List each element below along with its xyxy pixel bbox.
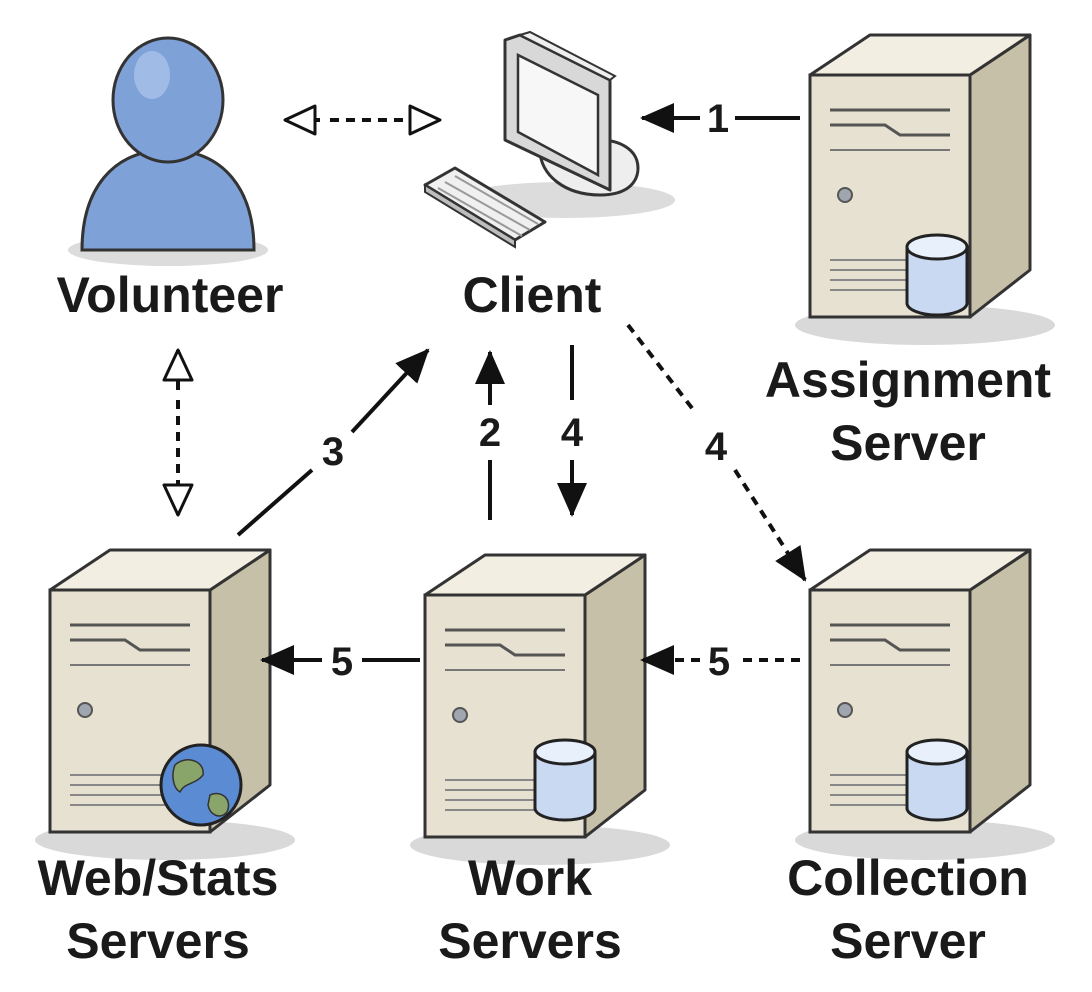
- edge-web-to-client: 3: [236, 348, 430, 537]
- edge-label-4b: 4: [705, 425, 728, 469]
- volunteer-label: Volunteer: [57, 267, 284, 323]
- web-stats-servers-label-line2: Servers: [66, 913, 250, 969]
- assignment-server-label-line2: Server: [830, 415, 986, 471]
- database-icon: [905, 738, 969, 822]
- edge-client-to-collection: 4: [626, 323, 807, 582]
- database-icon: [905, 233, 969, 317]
- collection-server-label-line2: Server: [830, 913, 986, 969]
- collection-server-icon: [793, 548, 1057, 862]
- edge-collection-to-work: 5: [640, 640, 800, 684]
- edge-label-3: 3: [322, 430, 344, 474]
- assignment-server-icon: [793, 33, 1057, 347]
- web-stats-server-icon: [33, 548, 297, 862]
- edge-label-4a: 4: [561, 411, 584, 455]
- database-icon: [533, 738, 597, 822]
- collection-server-label-line1: Collection: [787, 850, 1029, 906]
- edge-label-5a: 5: [331, 640, 353, 684]
- edge-work-to-web: 5: [260, 640, 420, 684]
- edge-label-5b: 5: [708, 640, 730, 684]
- person-icon: [68, 36, 268, 266]
- work-servers-label-line1: Work: [468, 850, 592, 906]
- globe-icon: [159, 743, 243, 827]
- work-servers-label-line2: Servers: [438, 913, 622, 969]
- web-stats-servers-label-line1: Web/Stats: [38, 850, 279, 906]
- edge-work-to-client: 2: [475, 350, 505, 520]
- edge-client-to-work: 4: [557, 345, 587, 517]
- computer-icon: [423, 30, 675, 249]
- client-label: Client: [463, 267, 602, 323]
- assignment-server-label-line1: Assignment: [765, 352, 1052, 408]
- work-servers-icon: [408, 553, 672, 867]
- edge-label-1: 1: [707, 97, 729, 141]
- edge-label-2: 2: [479, 411, 501, 455]
- edge-assignment-to-client: 1: [640, 97, 800, 141]
